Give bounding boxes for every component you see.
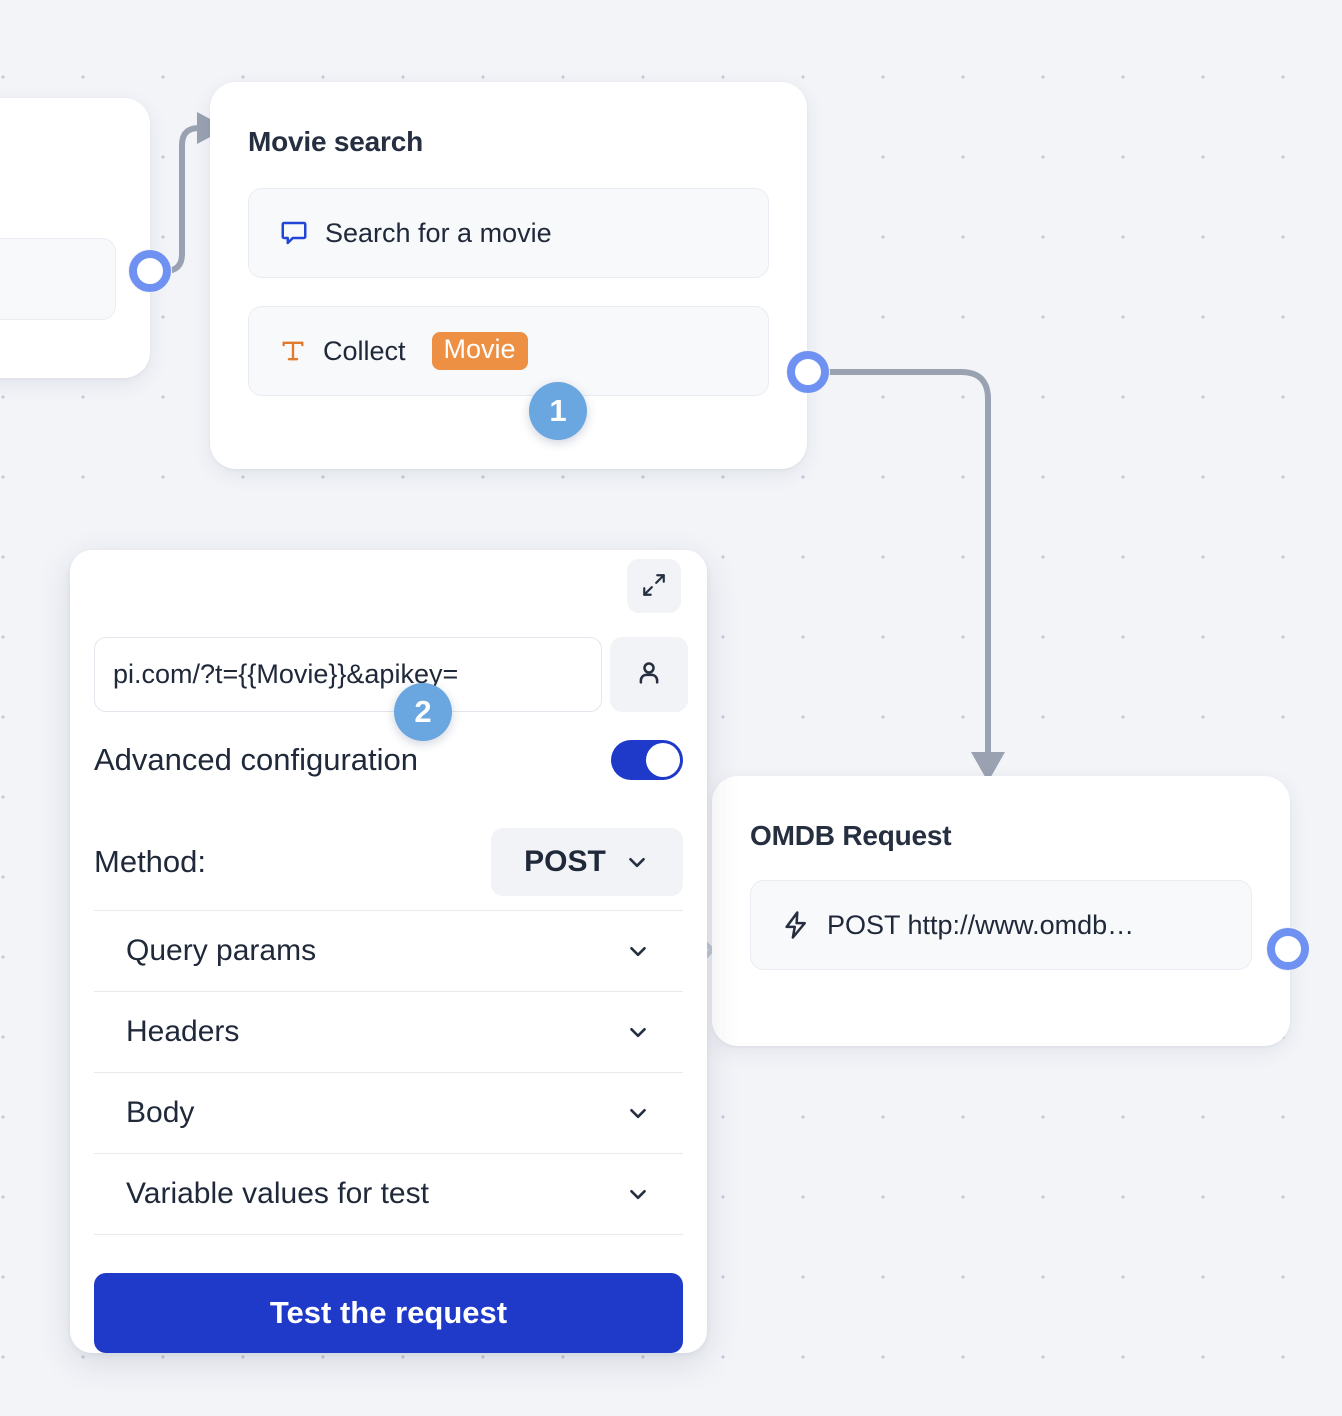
chevron-down-icon bbox=[625, 1181, 651, 1207]
auth-user-button[interactable] bbox=[610, 637, 688, 712]
accordion-label: Headers bbox=[126, 1015, 240, 1048]
method-select[interactable]: POST bbox=[491, 828, 683, 896]
accordion-label: Variable values for test bbox=[126, 1177, 429, 1210]
person-icon bbox=[634, 658, 664, 691]
node-omdb-request[interactable]: OMDB Request POST http://www.omdb… bbox=[712, 776, 1290, 1046]
advanced-configuration-toggle[interactable] bbox=[611, 740, 683, 780]
method-value: POST bbox=[524, 845, 606, 878]
partial-node-card[interactable] bbox=[0, 98, 150, 378]
output-handle-movie-search[interactable] bbox=[786, 350, 830, 394]
accordion-list: Query params Headers Body Variable value… bbox=[94, 910, 683, 1235]
edge-left-to-movie bbox=[147, 125, 208, 274]
chevron-down-icon bbox=[625, 938, 651, 964]
node-movie-search[interactable]: Movie search Search for a movie Collect … bbox=[210, 82, 807, 469]
request-config-panel[interactable]: Advanced configuration Method: POST Quer… bbox=[70, 550, 707, 1353]
node-title-omdb-request: OMDB Request bbox=[750, 820, 952, 851]
partial-node-row[interactable] bbox=[0, 238, 116, 320]
node-row-label: POST http://www.omdb… bbox=[827, 909, 1135, 940]
node-row-label: Collect bbox=[323, 335, 406, 366]
accordion-query-params[interactable]: Query params bbox=[94, 911, 683, 992]
accordion-label: Query params bbox=[126, 934, 317, 967]
accordion-body[interactable]: Body bbox=[94, 1073, 683, 1154]
url-row[interactable] bbox=[94, 637, 688, 712]
variable-chip-movie[interactable]: Movie bbox=[431, 331, 528, 371]
accordion-variable-values-for-test[interactable]: Variable values for test bbox=[94, 1154, 683, 1235]
advanced-configuration-label: Advanced configuration bbox=[94, 742, 419, 777]
lightning-icon bbox=[781, 910, 811, 940]
edge-movie-to-omdb bbox=[825, 369, 991, 758]
node-row-post-request[interactable]: POST http://www.omdb… bbox=[750, 880, 1252, 970]
request-url-input[interactable] bbox=[94, 637, 602, 712]
chevron-down-icon bbox=[624, 849, 650, 875]
accordion-label: Body bbox=[126, 1096, 195, 1129]
chevron-down-icon bbox=[625, 1100, 651, 1126]
test-the-request-button[interactable]: Test the request bbox=[94, 1273, 683, 1353]
output-handle-partial-node[interactable] bbox=[128, 249, 172, 293]
chevron-down-icon bbox=[625, 1019, 651, 1045]
node-row-label: Search for a movie bbox=[325, 217, 552, 248]
step-badge-1: 1 bbox=[529, 382, 587, 440]
message-icon bbox=[279, 218, 309, 248]
output-handle-omdb-request[interactable] bbox=[1266, 927, 1310, 971]
node-row-search-for-a-movie[interactable]: Search for a movie bbox=[248, 188, 769, 278]
advanced-configuration-row[interactable]: Advanced configuration bbox=[94, 740, 683, 780]
expand-panel-button[interactable] bbox=[627, 559, 681, 613]
step-badge-2: 2 bbox=[394, 683, 452, 741]
accordion-headers[interactable]: Headers bbox=[94, 992, 683, 1073]
node-row-collect-movie[interactable]: Collect Movie bbox=[248, 306, 769, 396]
node-title-movie-search: Movie search bbox=[248, 126, 424, 157]
method-row: Method: POST bbox=[94, 828, 683, 896]
expand-diagonal-icon bbox=[641, 572, 667, 601]
text-field-icon bbox=[279, 337, 307, 365]
method-label: Method: bbox=[94, 844, 207, 879]
